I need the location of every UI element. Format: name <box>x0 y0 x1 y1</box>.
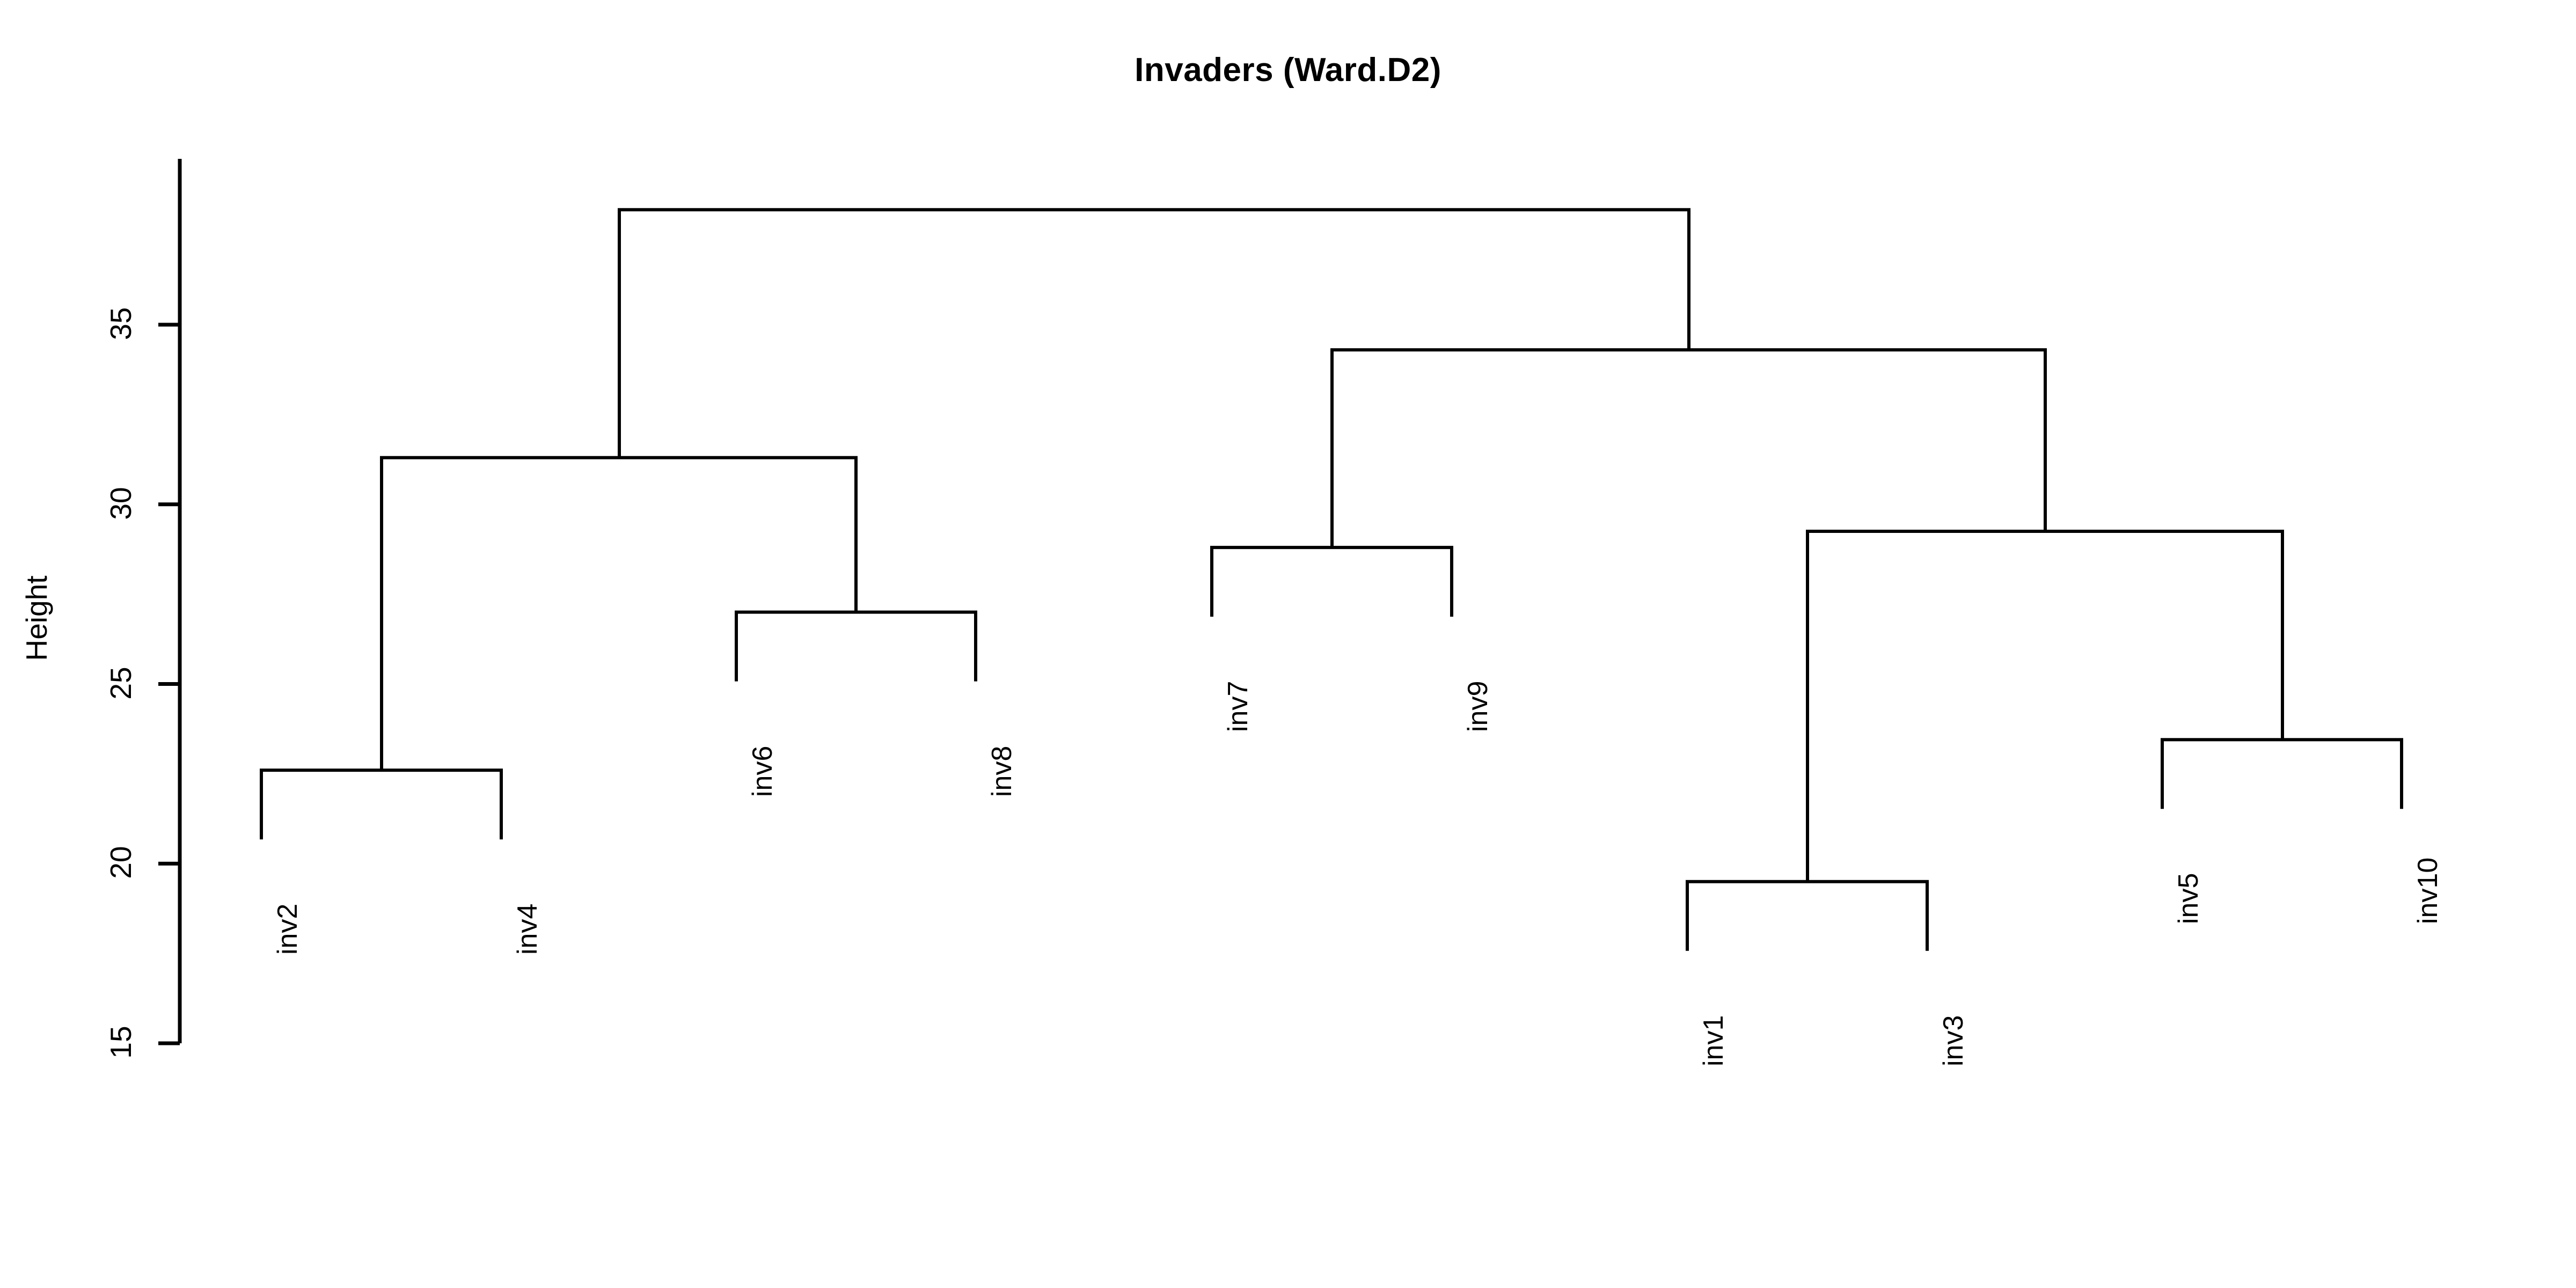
leaf-label-inv5: inv5 <box>2173 873 2204 925</box>
leaf-label-inv2: inv2 <box>272 903 303 955</box>
branch-m1 <box>1686 880 1929 951</box>
y-tick-label-25: 25 <box>104 666 137 700</box>
branch-m5 <box>1210 546 1453 617</box>
branch-m4 <box>735 610 977 682</box>
y-tick-label-15: 15 <box>104 1026 137 1059</box>
y-tick-label-30: 30 <box>104 487 137 520</box>
branch-m9 <box>618 208 1690 458</box>
page-title: Invaders (Ward.D2) <box>1135 52 1441 89</box>
leaf-label-inv1: inv1 <box>1698 1015 1729 1066</box>
y-tick-label-20: 20 <box>104 846 137 879</box>
y-tick-label-35: 35 <box>104 307 137 340</box>
branch-m8 <box>1330 348 2047 548</box>
branch-m6 <box>1806 529 2284 882</box>
branch-m2 <box>260 769 503 840</box>
dendrogram-branches <box>260 208 2403 951</box>
leaf-label-inv3: inv3 <box>1938 1015 1969 1066</box>
leaf-label-inv7: inv7 <box>1223 680 1254 733</box>
leaf-label-inv9: inv9 <box>1462 680 1494 733</box>
branch-m3 <box>2161 738 2403 809</box>
leaf-label-inv8: inv8 <box>986 745 1018 797</box>
leaf-label-inv10: inv10 <box>2412 857 2443 925</box>
leaf-label-inv6: inv6 <box>747 745 778 797</box>
leaf-label-inv4: inv4 <box>512 903 543 955</box>
y-axis <box>158 159 182 1045</box>
branch-m7 <box>380 456 858 771</box>
